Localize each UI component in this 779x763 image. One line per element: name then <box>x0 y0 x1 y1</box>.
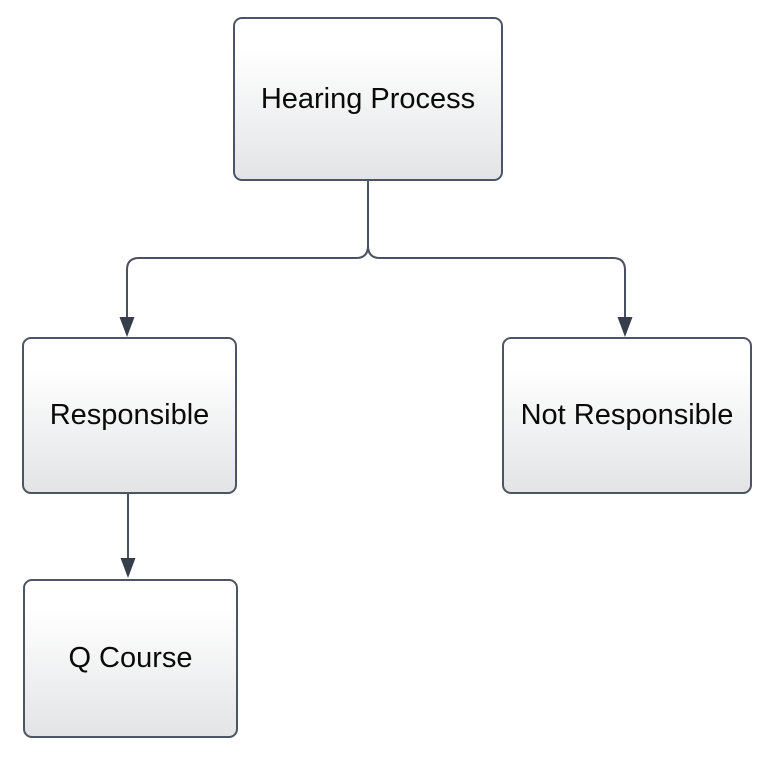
connector-hearing-to-not-responsible <box>367 181 633 337</box>
node-responsible: Responsible <box>22 337 237 494</box>
node-label-q-course: Q Course <box>68 642 193 675</box>
arrowhead-down-icon <box>120 558 136 578</box>
node-hearing-process: Hearing Process <box>233 17 503 181</box>
arrowhead-down-icon <box>119 317 135 337</box>
node-q-course: Q Course <box>23 579 238 738</box>
node-not-responsible: Not Responsible <box>502 337 752 494</box>
node-label-responsible: Responsible <box>49 399 210 432</box>
connector-hearing-to-responsible <box>119 181 369 337</box>
arrowhead-down-icon <box>617 317 633 337</box>
node-label-not-responsible: Not Responsible <box>520 399 734 432</box>
node-label-hearing-process: Hearing Process <box>260 82 476 115</box>
connector-responsible-to-q-course <box>120 494 136 578</box>
